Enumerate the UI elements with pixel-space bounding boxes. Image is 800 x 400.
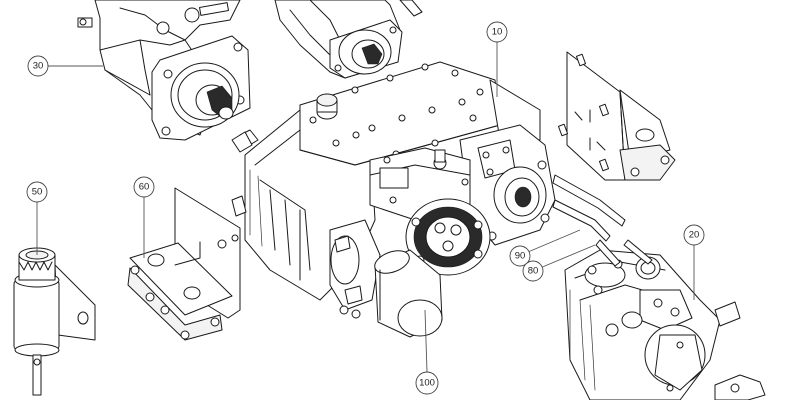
callout-60[interactable]: 60 — [133, 176, 155, 198]
callout-label: 10 — [492, 27, 503, 38]
callout-20[interactable]: 20 — [683, 224, 705, 246]
leader-90 — [527, 229, 581, 253]
callout-circle — [415, 371, 439, 395]
callout-circle — [683, 224, 705, 246]
callout-label: 100 — [419, 378, 435, 389]
part-bracket-top-right — [557, 51, 676, 181]
callout-circle — [27, 55, 49, 77]
callout-10[interactable]: 10 — [486, 21, 508, 43]
part-pump-20 — [564, 239, 766, 400]
leader-100 — [424, 309, 428, 373]
callout-label: 60 — [139, 182, 150, 193]
cover-bolts — [309, 63, 484, 158]
callout-circle — [486, 21, 508, 43]
part-motor-top-centre — [274, 0, 423, 79]
callout-90[interactable]: 90 — [509, 245, 531, 267]
callout-label: 50 — [32, 187, 43, 198]
callout-circle — [522, 260, 544, 282]
callout-circle — [26, 181, 48, 203]
callout-80[interactable]: 80 — [522, 260, 544, 282]
part-motor-30 — [77, 0, 259, 147]
callout-label: 90 — [515, 251, 526, 262]
leader-lines — [36, 42, 695, 373]
callout-50[interactable]: 50 — [26, 181, 48, 203]
part-bracket-60 — [127, 187, 241, 341]
callout-label: 80 — [528, 266, 539, 277]
callout-label: 30 — [33, 61, 44, 72]
callout-circle — [133, 176, 155, 198]
callout-circle — [509, 245, 531, 267]
leader-80 — [539, 244, 596, 269]
part-transmission-10 — [231, 61, 556, 338]
callout-100[interactable]: 100 — [415, 371, 439, 395]
callout-30[interactable]: 30 — [27, 55, 49, 77]
callout-label: 20 — [689, 230, 700, 241]
part-hydraulic-lines — [552, 174, 626, 242]
part-canister-50 — [13, 247, 96, 396]
